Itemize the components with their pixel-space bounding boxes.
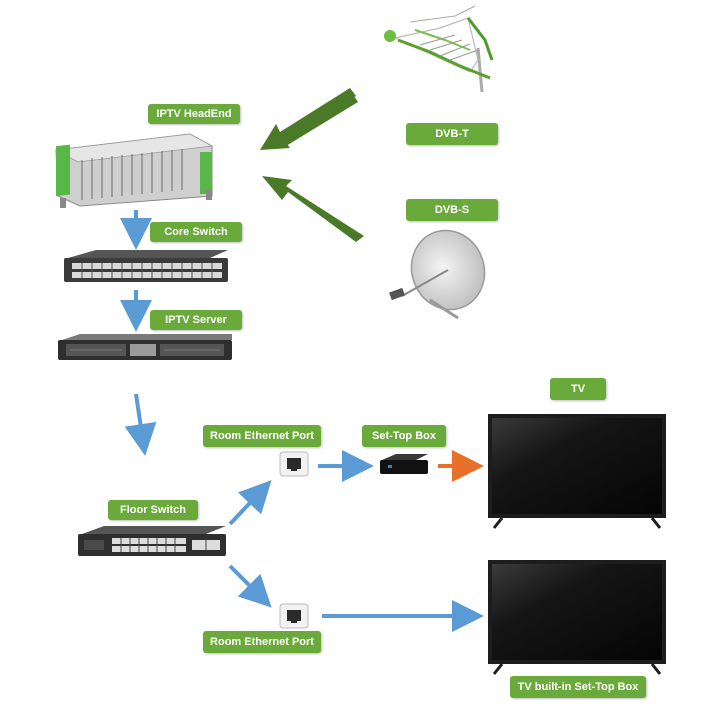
ethernet-port-icon	[279, 451, 309, 477]
television-icon	[488, 414, 666, 529]
headend-rack-icon	[54, 133, 214, 208]
label-dvb-s: DVB-S	[406, 199, 498, 221]
dvb-s-arrow	[262, 176, 364, 242]
label-dvb-t: DVB-T	[406, 123, 498, 145]
television-icon	[488, 560, 666, 675]
label-iptv-headend: IPTV HeadEnd	[148, 104, 240, 124]
link-server-floor	[124, 393, 157, 456]
dvb-t-arrow	[260, 88, 358, 150]
label-iptv-server: IPTV Server	[150, 310, 242, 330]
antenna-icon	[384, 5, 494, 93]
link-floor-port-top	[228, 480, 272, 526]
label-tv: TV	[550, 378, 606, 400]
rack-server-icon	[58, 334, 232, 360]
link-floor-port-bottom	[228, 564, 272, 608]
network-switch-icon	[64, 250, 228, 282]
label-tv-builtin-set-top-box: TV built-in Set-Top Box	[510, 676, 646, 698]
label-floor-switch: Floor Switch	[108, 500, 198, 520]
ethernet-port-icon	[279, 603, 309, 629]
set-top-box-icon	[380, 454, 428, 474]
label-set-top-box: Set-Top Box	[362, 425, 446, 447]
satellite-dish-icon	[389, 229, 486, 320]
label-room-ethernet-port-top: Room Ethernet Port	[203, 425, 321, 447]
label-core-switch: Core Switch	[150, 222, 242, 242]
network-switch-icon	[78, 526, 226, 556]
label-room-ethernet-port-bottom: Room Ethernet Port	[203, 631, 321, 653]
